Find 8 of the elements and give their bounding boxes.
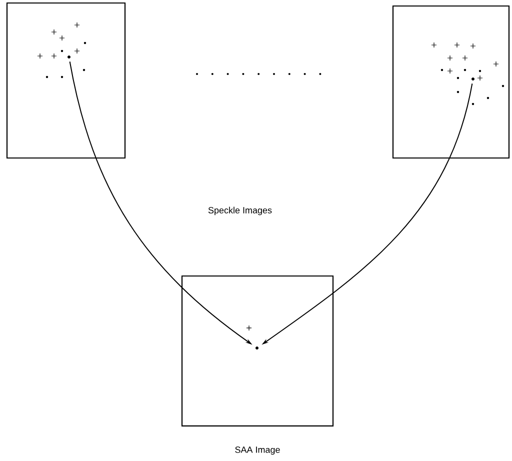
bright-speckle	[256, 346, 258, 350]
bright-speckle	[68, 56, 70, 58]
image-frame	[181, 275, 334, 427]
figure-label: Speckle Images	[208, 206, 272, 216]
image-frame	[392, 5, 510, 159]
bright-speckle	[472, 78, 474, 80]
image-caption: SAA Image	[235, 446, 280, 455]
image-frame	[6, 2, 126, 159]
